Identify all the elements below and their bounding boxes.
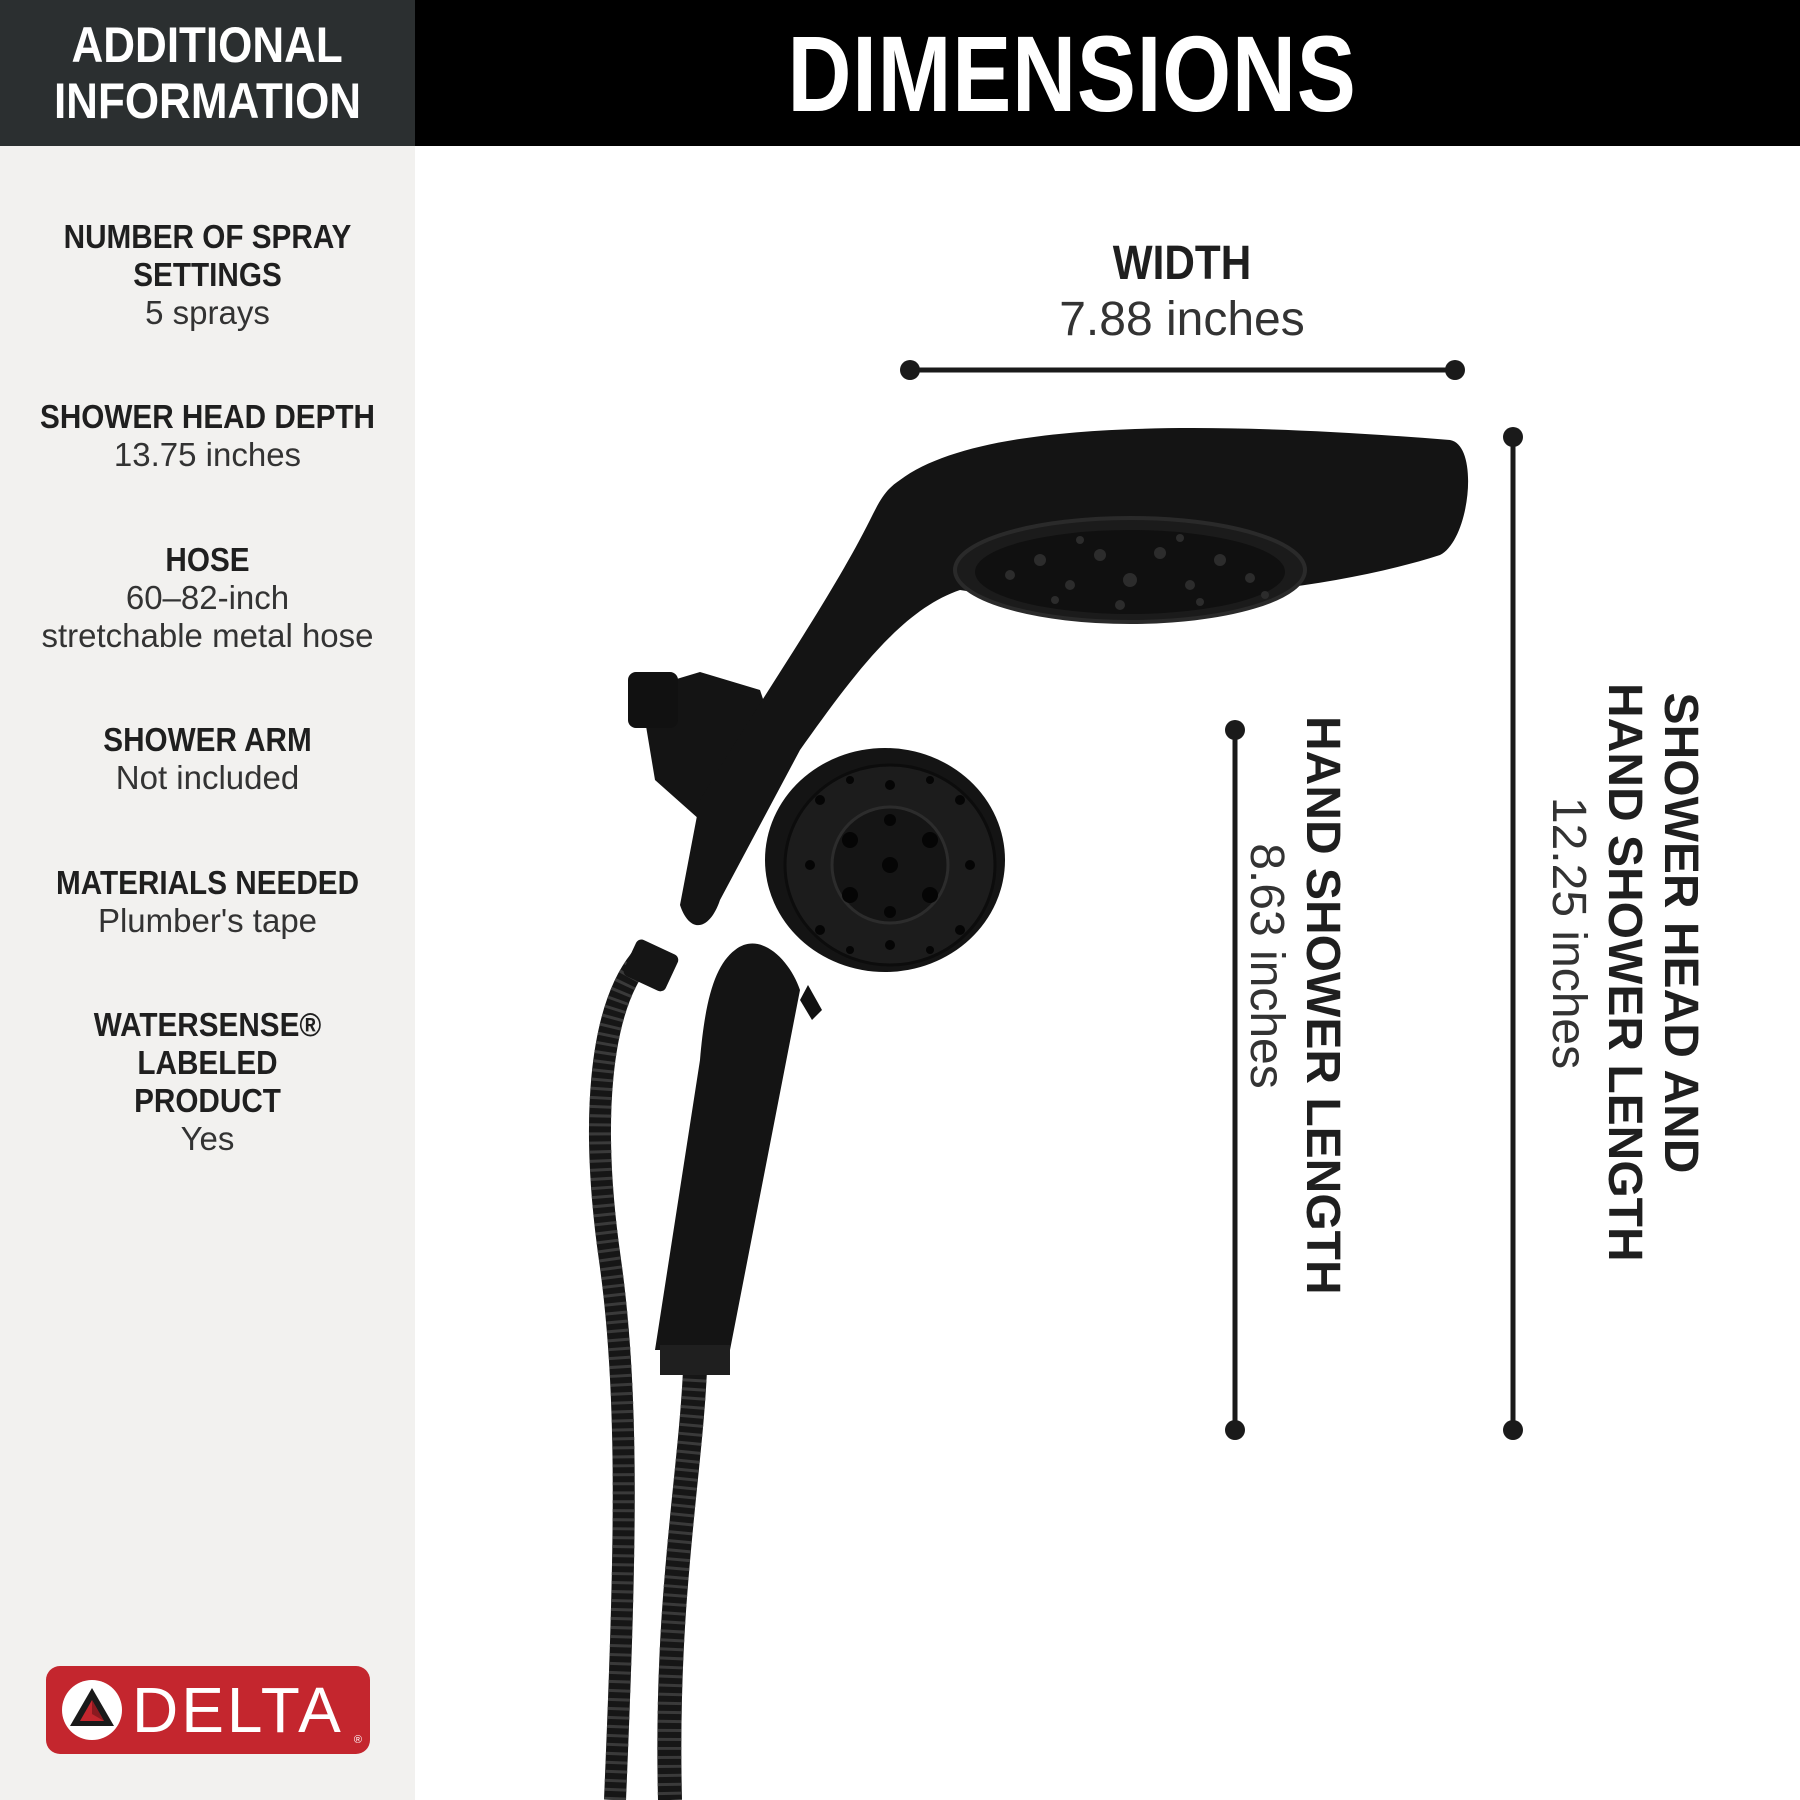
info-item-hose: HOSE 60–82-inch stretchable metal hose [0, 541, 415, 655]
hand-nozzles [805, 776, 975, 954]
overhead-nozzle-area [975, 530, 1285, 614]
info-title: SHOWER ARM [103, 721, 312, 758]
info-title: HOSE [165, 541, 250, 578]
registered-mark: ® [353, 1734, 362, 1746]
header-line-1: ADDITIONAL [71, 17, 344, 73]
info-title: SHOWER HEAD DEPTH [40, 398, 375, 435]
dimensions-banner: DIMENSIONS [415, 0, 1800, 146]
info-item-materials-needed: MATERIALS NEEDED Plumber's tape [0, 864, 415, 940]
delta-logo: DELTA ® [46, 1666, 370, 1754]
total-length-title-1: SHOWER HEAD AND [1654, 692, 1707, 1174]
total-length-title-2: HAND SHOWER LENGTH [1598, 683, 1651, 1262]
info-title: WATERSENSE® LABELED [93, 1006, 322, 1081]
width-title: WIDTH [1112, 237, 1252, 290]
width-value: 7.88 inches [1059, 293, 1305, 346]
total-length-value: 12.25 inches [1542, 796, 1595, 1070]
page-title: DIMENSIONS [787, 12, 1358, 134]
info-value: Not included [115, 759, 300, 796]
info-value: Yes [180, 1120, 235, 1157]
info-title: MATERIALS NEEDED [55, 864, 360, 901]
hand-length-value: 8.63 inches [1240, 843, 1293, 1089]
brand-name: DELTA [132, 1674, 344, 1746]
hand-length-title: HAND SHOWER LENGTH [1296, 716, 1349, 1295]
overhead-nozzles [1005, 534, 1269, 610]
hand-length-dimension-line [1225, 720, 1245, 1440]
hand-shower-handle [655, 943, 800, 1350]
info-title: PRODUCT [134, 1082, 281, 1119]
additional-information-header: ADDITIONAL INFORMATION [0, 0, 415, 146]
info-item-shower-head-depth: SHOWER HEAD DEPTH 13.75 inches [0, 398, 415, 474]
arm-connector [628, 672, 678, 728]
hose-right-coils [657, 1369, 707, 1800]
info-value: 5 sprays [145, 294, 270, 331]
info-value: stretchable metal hose [41, 617, 374, 654]
hose-left-coils [589, 953, 649, 1800]
spray-selector-tab [800, 985, 822, 1020]
handle-collar [660, 1345, 730, 1375]
info-item-watersense: WATERSENSE® LABELED PRODUCT Yes [0, 1006, 415, 1158]
width-dimension-line [900, 360, 1465, 380]
total-length-label: SHOWER HEAD AND HAND SHOWER LENGTH 12.25… [1538, 683, 1708, 1262]
total-length-dimension-line [1503, 427, 1523, 1440]
info-title: SETTINGS [133, 256, 282, 293]
info-title: NUMBER OF SPRAY [63, 218, 352, 255]
info-value: 60–82-inch [125, 579, 290, 616]
hose-connector [623, 939, 679, 992]
info-item-spray-settings: NUMBER OF SPRAY SETTINGS 5 sprays [0, 218, 415, 332]
info-item-shower-arm: SHOWER ARM Not included [0, 721, 415, 797]
header-line-2: INFORMATION [53, 73, 362, 129]
info-sidebar [0, 0, 415, 1800]
hand-length-label: HAND SHOWER LENGTH 8.63 inches [1230, 716, 1350, 1295]
width-label: WIDTH 7.88 inches [982, 236, 1382, 348]
info-value: 13.75 inches [113, 436, 302, 473]
info-value: Plumber's tape [97, 902, 318, 939]
delta-triangle-icon [62, 1680, 122, 1740]
